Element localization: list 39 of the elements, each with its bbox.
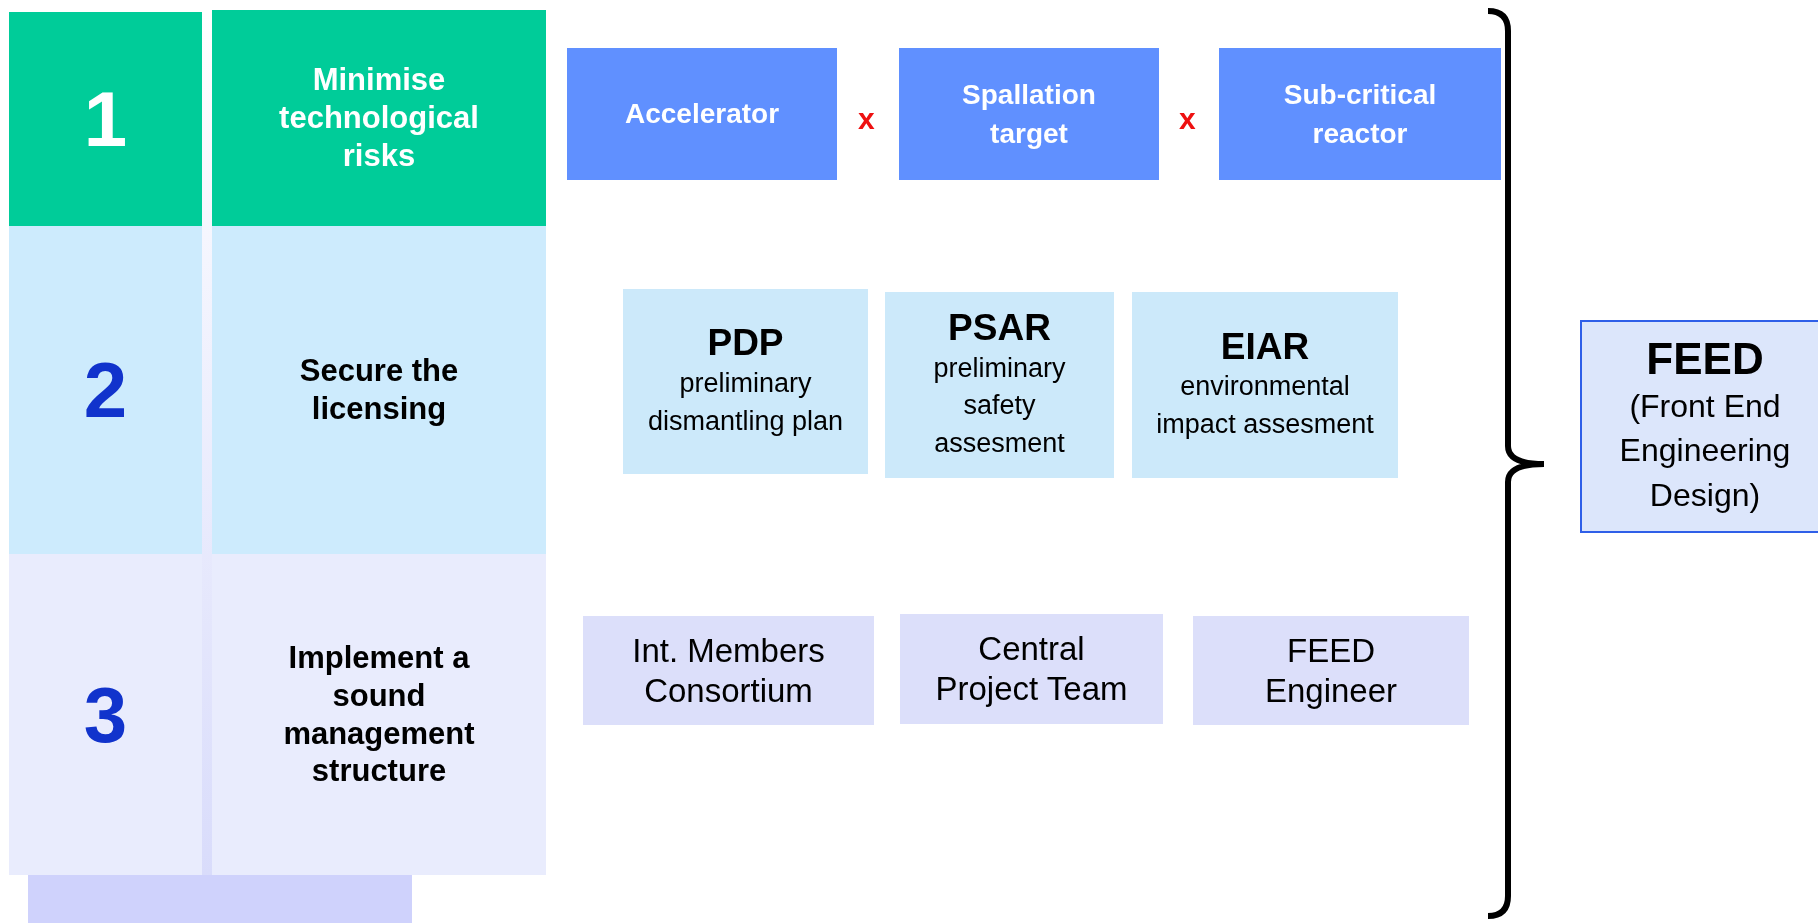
team-box xyxy=(1193,616,1469,725)
team-label: Int. Members Consortium xyxy=(631,630,826,711)
step-number-panel xyxy=(9,12,202,226)
component-label: Accelerator xyxy=(624,97,780,132)
document-description: environmental impact assesment xyxy=(1155,370,1375,442)
document-acronym: EIAR xyxy=(1220,325,1310,369)
component-box xyxy=(567,48,837,180)
document-description: preliminary dismantling plan xyxy=(646,366,845,438)
step-number: 2 xyxy=(83,351,128,429)
team-label: Central Project Team xyxy=(934,629,1129,709)
team-box xyxy=(583,616,874,725)
step-number-panel xyxy=(9,226,202,554)
component-box xyxy=(1219,48,1501,180)
document-acronym: PSAR xyxy=(948,307,1051,350)
multiply-sign: x xyxy=(1179,104,1196,134)
step-heading: Minimise technological risks xyxy=(278,61,480,175)
feed-title: FEED xyxy=(1646,335,1764,384)
step-heading-panel xyxy=(212,226,546,554)
document-description: preliminary safety assesment xyxy=(932,351,1067,461)
document-box xyxy=(623,289,868,474)
step-number: 1 xyxy=(83,80,128,158)
step-heading-panel xyxy=(212,10,546,226)
feed-box xyxy=(1580,320,1818,533)
component-box xyxy=(899,48,1159,180)
component-label: Spallation target xyxy=(961,77,1097,151)
multiply-sign: x xyxy=(858,104,875,134)
component-label: Sub-critical reactor xyxy=(1282,77,1438,151)
team-box xyxy=(900,614,1163,724)
feed-description: (Front End Engineering Design) xyxy=(1618,386,1792,516)
document-box xyxy=(885,292,1114,478)
team-label: FEED Engineer xyxy=(1263,630,1399,711)
step-heading-panel xyxy=(212,554,546,875)
step-heading: Secure the licensing xyxy=(298,352,460,428)
document-box xyxy=(1132,292,1398,478)
step-heading: Implement a sound management structure xyxy=(282,638,476,791)
document-acronym: PDP xyxy=(707,322,784,365)
step-number: 3 xyxy=(83,675,128,754)
step-number-panel xyxy=(9,554,202,875)
base-bar xyxy=(28,875,412,923)
